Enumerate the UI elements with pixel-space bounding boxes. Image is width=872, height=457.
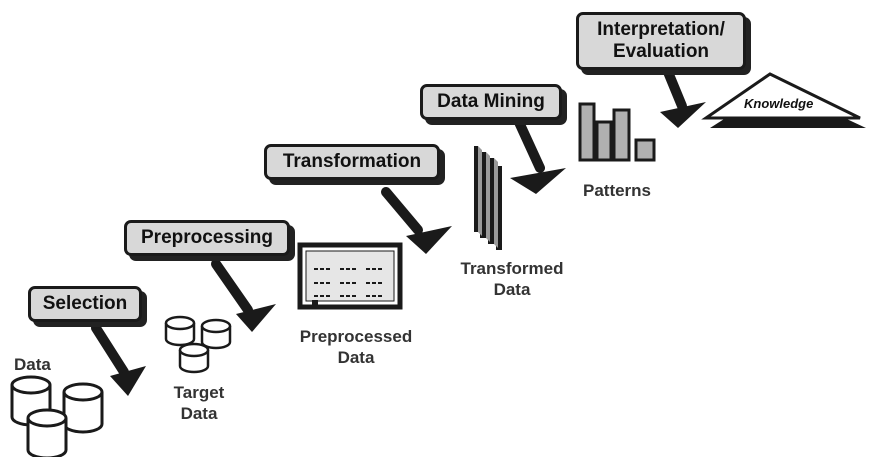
target-caption-line1: Target — [173, 383, 225, 402]
data-database-icon — [10, 375, 104, 457]
transformed-caption-line2: Data — [493, 280, 531, 299]
patterns-bar-icon — [578, 102, 656, 162]
preprocessed-caption-line2: Data — [337, 348, 375, 367]
data-mining-arrow-icon — [510, 115, 566, 194]
transformation-arrow-icon — [381, 187, 452, 254]
preprocessing-arrow-icon — [211, 259, 276, 332]
target-data-caption: Target Data — [172, 382, 226, 424]
interpretation-label: Interpretation/ — [597, 19, 725, 40]
selection-step: Selection — [28, 286, 142, 322]
patterns-caption: Patterns — [576, 180, 658, 201]
transformed-caption-line1: Transformed — [460, 259, 564, 278]
target-data-database-icon — [164, 315, 232, 374]
target-caption-line2: Data — [180, 404, 218, 423]
preprocessing-step: Preprocessing — [124, 220, 290, 256]
transformed-data-stacked-frames-icon — [474, 146, 502, 250]
data-mining-step: Data Mining — [420, 84, 562, 120]
knowledge-triangle-icon — [701, 72, 866, 128]
selection-arrow-icon — [91, 323, 146, 396]
preprocessed-data-table-icon — [297, 242, 403, 310]
knowledge-label: Knowledge — [744, 96, 814, 111]
interpretation-evaluation-step: Interpretation/ Evaluation — [576, 12, 746, 70]
data-caption: Data — [14, 354, 51, 375]
preprocessing-label: Preprocessing — [141, 227, 273, 248]
data-mining-label: Data Mining — [437, 91, 545, 112]
transformed-data-caption: Transformed Data — [444, 258, 580, 300]
transformation-label: Transformation — [282, 151, 422, 172]
preprocessed-data-caption: Preprocessed Data — [286, 326, 426, 368]
transformation-step: Transformation — [264, 144, 440, 180]
selection-label: Selection — [42, 293, 128, 314]
preprocessed-caption-line1: Preprocessed — [299, 327, 413, 346]
evaluation-label: Evaluation — [612, 41, 710, 62]
data-caption-text: Data — [14, 355, 51, 374]
interpretation-arrow-icon — [660, 67, 706, 128]
patterns-caption-text: Patterns — [582, 181, 652, 200]
